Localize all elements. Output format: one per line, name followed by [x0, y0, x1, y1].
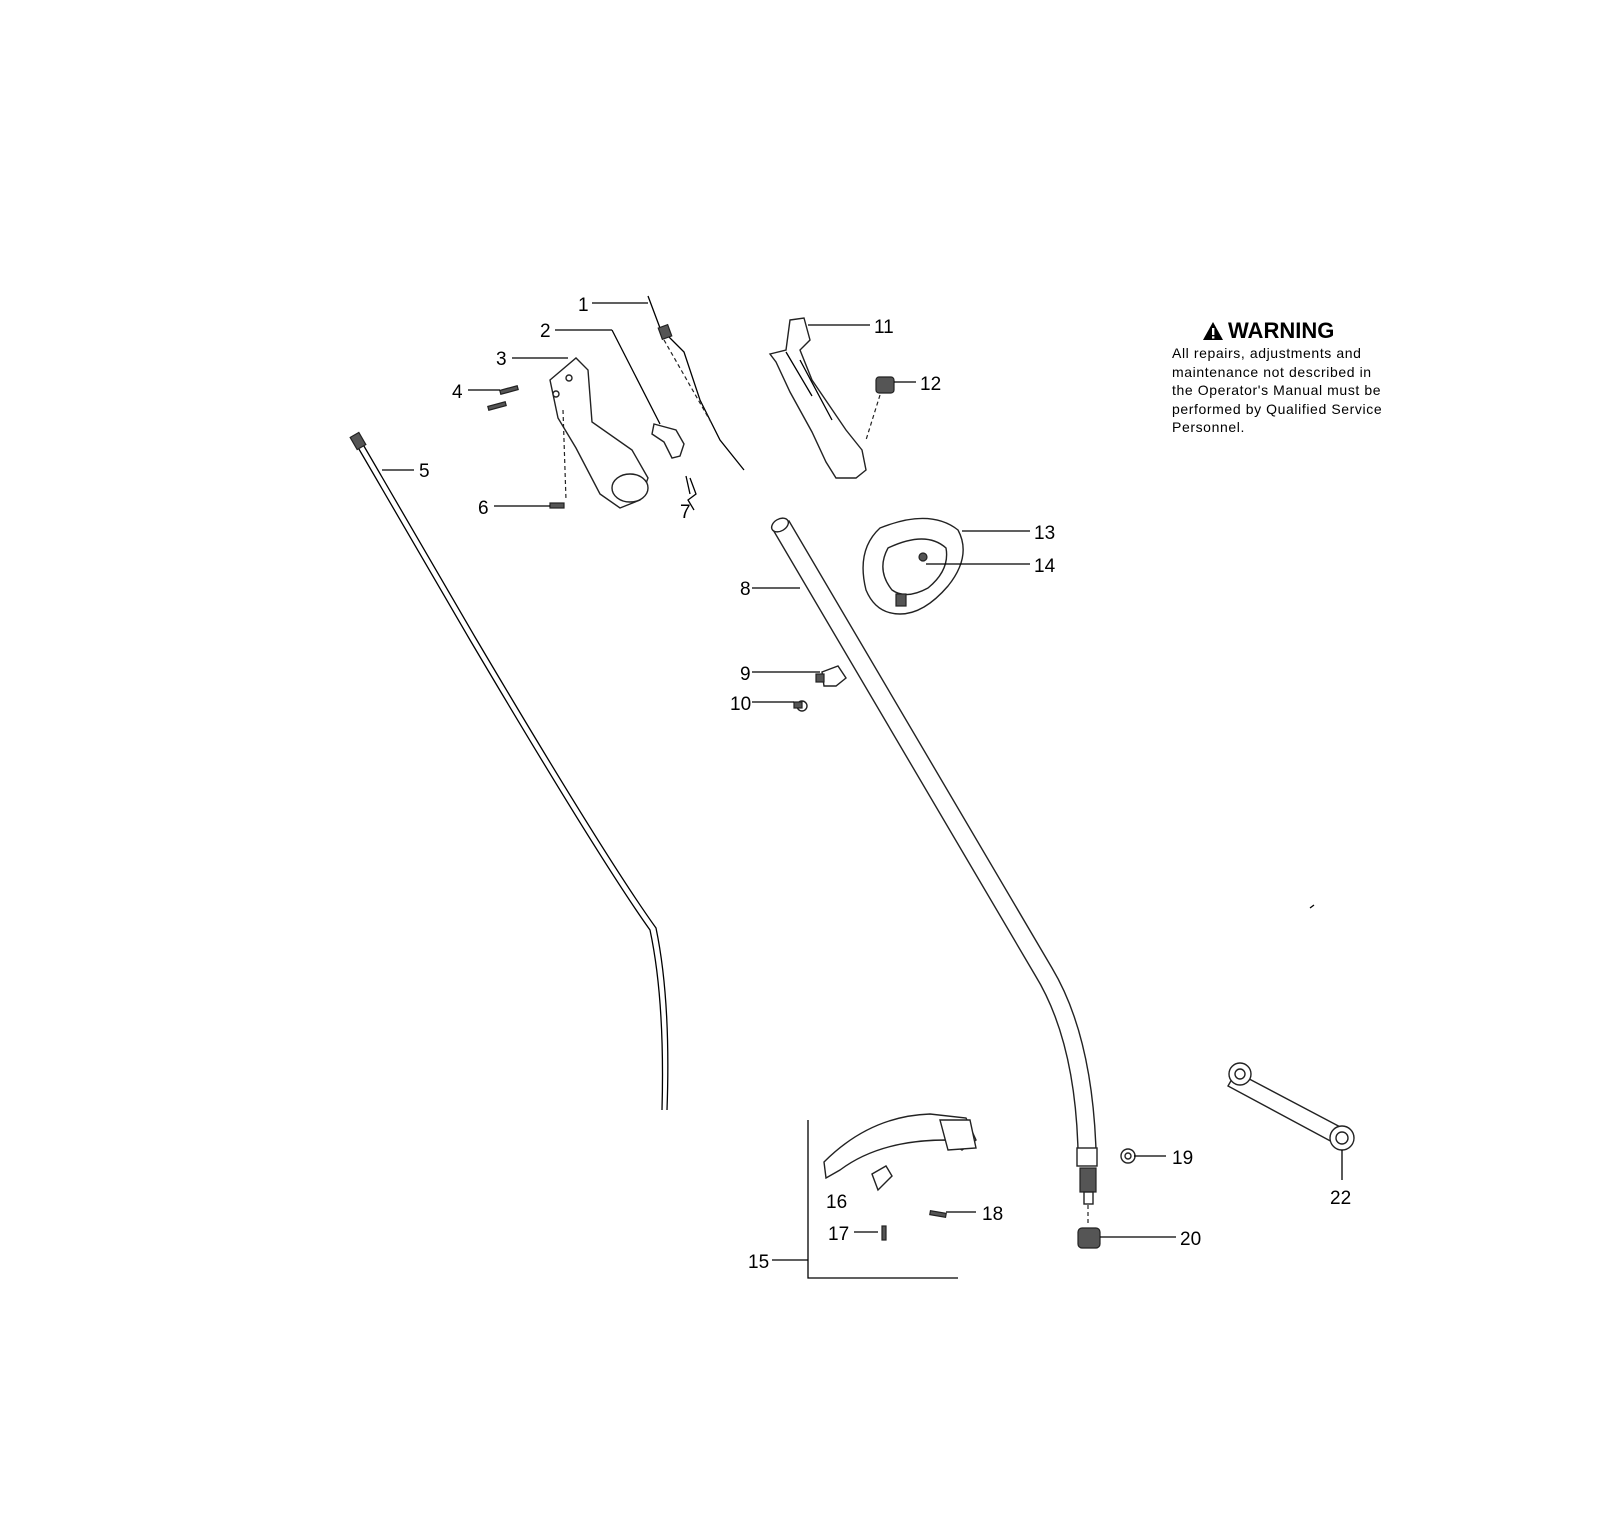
callout-2: 2 [540, 321, 551, 342]
callout-17: 17 [828, 1224, 849, 1245]
line-cutter-blade-icon [871, 1165, 893, 1192]
leader-lines [382, 302, 1343, 1261]
callout-8: 8 [740, 579, 751, 600]
nut-icon [1120, 1148, 1136, 1164]
knob-icon [865, 376, 895, 441]
warning-line: the Operator's Manual must be [1172, 382, 1382, 398]
assist-handle-icon [862, 517, 964, 615]
warning-text: All repairs, adjustments and maintenance… [1172, 344, 1422, 437]
callout-6: 6 [478, 498, 489, 519]
throttle-trigger-icon [651, 423, 685, 459]
callout-3: 3 [496, 349, 507, 370]
callout-7: 7 [680, 502, 691, 523]
warning-triangle-icon [1203, 322, 1223, 340]
warning-line: Personnel. [1172, 419, 1245, 435]
callout-9: 9 [740, 664, 751, 685]
screw-icon [881, 1209, 947, 1241]
callout-1: 1 [578, 295, 589, 316]
callout-13: 13 [1034, 523, 1055, 544]
screw-icon [487, 385, 567, 509]
throttle-cable-icon [647, 295, 745, 471]
callout-10: 10 [730, 694, 751, 715]
callout-16: 16 [826, 1192, 847, 1213]
callout-19: 19 [1172, 1148, 1193, 1169]
clip-icon [793, 700, 808, 712]
curved-shaft-tube-icon [770, 517, 1098, 1205]
callout-4: 4 [452, 382, 463, 403]
stray-mark [1309, 904, 1315, 909]
warning-line: performed by Qualified Service [1172, 400, 1383, 417]
callout-labels: 1 2 3 4 5 6 7 8 9 10 11 12 13 14 15 16 1… [419, 295, 1351, 1273]
callout-18: 18 [982, 1204, 1003, 1225]
warning-box: WARNING All repairs, adjustments and mai… [1172, 318, 1422, 437]
shield-assembly-icon [807, 1113, 977, 1279]
drive-shaft-icon [349, 431, 669, 1111]
callout-20: 20 [1180, 1229, 1201, 1250]
bushing-icon [1077, 1205, 1101, 1249]
warning-title-text: WARNING [1228, 318, 1335, 343]
warning-line: All repairs, adjustments and [1172, 345, 1362, 361]
callout-22: 22 [1330, 1188, 1351, 1209]
handle-half-icon [768, 317, 867, 479]
warning-line: maintenance not described in [1172, 363, 1372, 380]
warning-title: WARNING [1202, 318, 1422, 344]
callout-11: 11 [874, 317, 894, 338]
spring-icon [687, 477, 697, 511]
callout-5: 5 [419, 461, 430, 482]
wrench-icon [1227, 1062, 1355, 1151]
switch-icon [815, 665, 847, 687]
handle-housing-icon [549, 357, 649, 509]
callout-14: 14 [1034, 556, 1056, 577]
callout-12: 12 [920, 374, 941, 395]
callout-15: 15 [748, 1252, 769, 1273]
